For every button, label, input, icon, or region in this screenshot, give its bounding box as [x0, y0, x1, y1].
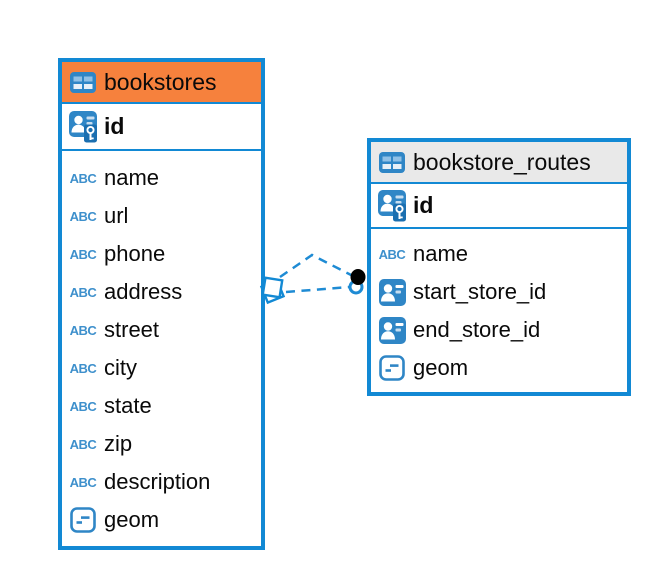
column-label: geom — [104, 507, 160, 532]
column-label: name — [104, 165, 160, 190]
column-label: geom — [413, 355, 469, 380]
column-row[interactable]: ABC phone — [62, 235, 261, 273]
relationship-connector[interactable] — [250, 233, 380, 325]
column-row[interactable]: start_store_id — [371, 273, 627, 311]
column-row[interactable]: ABC street — [62, 311, 261, 349]
table-icon — [68, 71, 98, 93]
table-bookstore-routes[interactable]: bookstore_routes id ABC — [367, 138, 631, 396]
table-icon — [377, 151, 407, 173]
column-label: address — [104, 279, 183, 304]
table-name: bookstores — [104, 68, 217, 95]
primary-key-icon — [68, 110, 98, 143]
column-row[interactable]: ABC name — [62, 159, 261, 197]
column-row[interactable]: ABC url — [62, 197, 261, 235]
column-row[interactable]: ABC state — [62, 387, 261, 425]
foreign-key-icon — [377, 316, 407, 344]
column-label: description — [104, 469, 211, 494]
primary-key-label: id — [413, 192, 434, 218]
relationship-line[interactable] — [279, 253, 354, 279]
column-label: start_store_id — [413, 279, 547, 304]
column-row[interactable]: geom — [62, 501, 261, 539]
table-bookstores-header[interactable]: bookstores — [62, 62, 261, 104]
column-row[interactable]: end_store_id — [371, 311, 627, 349]
geometry-type-icon — [68, 507, 98, 533]
text-type-icon: ABC — [69, 246, 97, 262]
relationship-squares-marker[interactable] — [259, 276, 286, 305]
column-row[interactable]: ABC address — [62, 273, 261, 311]
table-bookstore-routes-header[interactable]: bookstore_routes — [371, 142, 627, 184]
column-label: phone — [104, 241, 166, 266]
column-row[interactable]: geom — [371, 349, 627, 387]
text-type-icon: ABC — [378, 246, 406, 262]
column-row[interactable]: ABC name — [371, 235, 627, 273]
relationship-line[interactable] — [285, 285, 351, 294]
column-row-primary-key[interactable]: id — [62, 104, 261, 151]
column-list: ABC name start_store_id — [371, 229, 627, 387]
text-type-icon: ABC — [69, 360, 97, 376]
column-label: url — [104, 203, 129, 228]
column-label: state — [104, 393, 152, 418]
table-bookstores[interactable]: bookstores id ABC — [58, 58, 265, 550]
text-type-icon: ABC — [69, 474, 97, 490]
relationship-dot-marker[interactable] — [348, 269, 366, 295]
foreign-key-icon — [377, 278, 407, 306]
column-label: city — [104, 355, 137, 380]
primary-key-icon — [377, 189, 407, 222]
column-row[interactable]: ABC city — [62, 349, 261, 387]
text-type-icon: ABC — [69, 398, 97, 414]
text-type-icon: ABC — [69, 208, 97, 224]
column-label: name — [413, 241, 469, 266]
column-row[interactable]: ABC zip — [62, 425, 261, 463]
geometry-type-icon — [377, 355, 407, 381]
text-type-icon: ABC — [69, 170, 97, 186]
column-label: zip — [104, 431, 133, 456]
table-name: bookstore_routes — [413, 148, 591, 175]
column-list: ABC name ABC url ABC phone ABC address A… — [62, 151, 261, 539]
text-type-icon: ABC — [69, 322, 97, 338]
text-type-icon: ABC — [69, 284, 97, 300]
column-label: end_store_id — [413, 317, 541, 342]
column-row-primary-key[interactable]: id — [371, 184, 627, 229]
primary-key-label: id — [104, 113, 125, 139]
column-row[interactable]: ABC description — [62, 463, 261, 501]
text-type-icon: ABC — [69, 436, 97, 452]
column-label: street — [104, 317, 160, 342]
